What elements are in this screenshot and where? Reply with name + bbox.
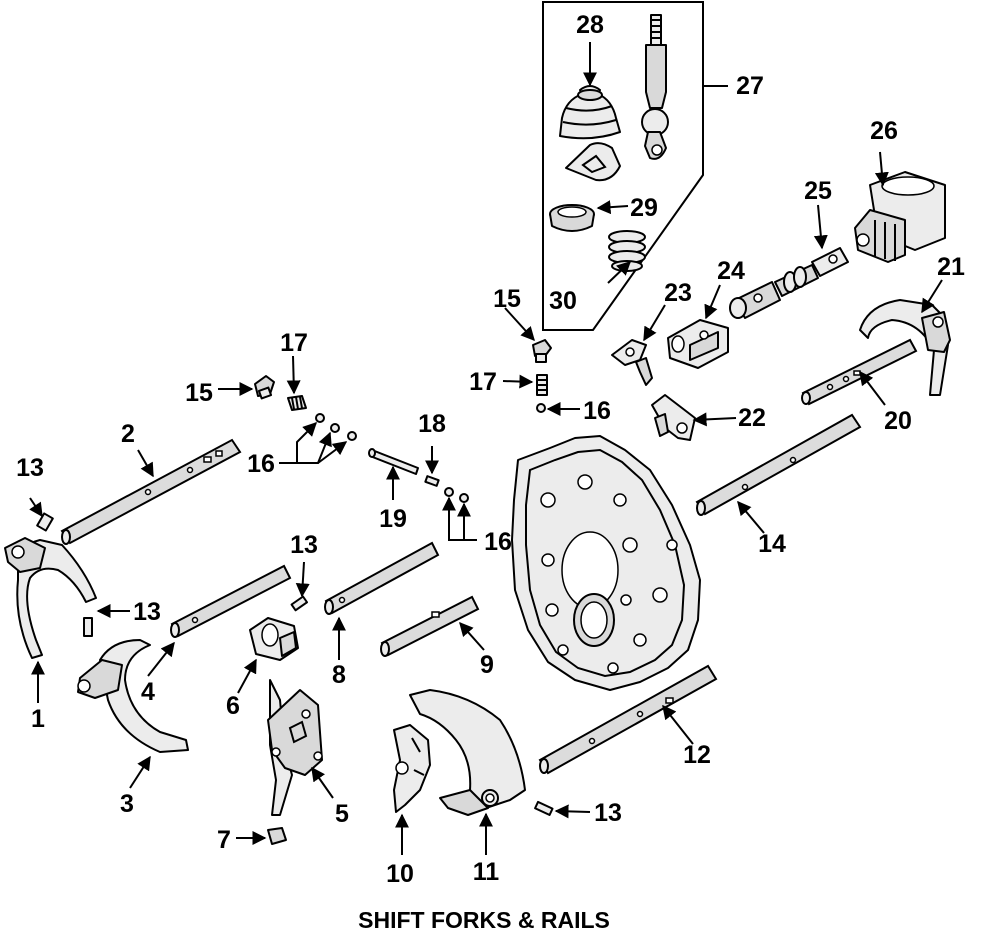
callout-3: 3	[120, 790, 134, 818]
callout-28: 28	[576, 11, 604, 39]
part-plate[interactable]	[565, 142, 621, 182]
callout-15-left: 15	[185, 379, 213, 407]
part-19-interlock-pin[interactable]	[368, 448, 419, 475]
callout-26: 26	[870, 117, 898, 145]
part-5-bracket[interactable]	[267, 679, 323, 816]
part-17-spring-left[interactable]	[287, 395, 307, 411]
part-23-select-lever[interactable]	[611, 339, 653, 386]
part-15-plug-right[interactable]	[532, 339, 552, 363]
callout-21: 21	[937, 253, 965, 281]
callout-14: 14	[758, 530, 786, 558]
callout-18: 18	[418, 410, 446, 438]
callout-5: 5	[335, 800, 349, 828]
callout-13-b: 13	[133, 598, 161, 626]
kit-group-box	[542, 1, 704, 331]
callout-19: 19	[379, 505, 407, 533]
callout-10: 10	[386, 860, 414, 888]
part-26-cover[interactable]	[854, 171, 946, 263]
callout-22: 22	[738, 404, 766, 432]
callout-16-left: 16	[247, 450, 275, 478]
callout-13-d: 13	[594, 799, 622, 827]
callout-17-left: 17	[280, 329, 308, 357]
callout-12: 12	[683, 741, 711, 769]
callout-2: 2	[121, 420, 135, 448]
callout-17-right: 17	[469, 368, 497, 396]
part-28-shift-boot[interactable]	[559, 85, 621, 140]
part-8-shift-rail[interactable]	[324, 541, 440, 615]
part-20-shift-rail[interactable]	[801, 338, 918, 406]
callout-30: 30	[549, 287, 577, 315]
part-22-interlock-lever[interactable]	[651, 394, 696, 441]
part-4-shift-rail[interactable]	[170, 564, 292, 638]
part-6-shift-lug[interactable]	[249, 617, 299, 661]
callout-8: 8	[332, 661, 346, 689]
callout-7: 7	[217, 826, 231, 854]
part-13-pin-d[interactable]	[534, 800, 554, 817]
part-17-spring-right[interactable]	[536, 374, 548, 396]
callout-13-a: 13	[16, 454, 44, 482]
callout-4: 4	[141, 678, 155, 706]
callout-25: 25	[804, 177, 832, 205]
part-16-ball-mid-1[interactable]	[444, 487, 454, 497]
part-2-shift-rail[interactable]	[60, 438, 242, 545]
part-9-shift-rail[interactable]	[380, 595, 480, 657]
callout-24: 24	[717, 257, 745, 285]
callout-13-c: 13	[290, 531, 318, 559]
callout-9: 9	[480, 651, 494, 679]
callout-29: 29	[630, 194, 658, 222]
part-7-block[interactable]	[267, 827, 287, 845]
part-13-pin-c[interactable]	[290, 595, 309, 612]
callout-11: 11	[473, 858, 500, 886]
part-29-seal[interactable]	[549, 204, 595, 232]
part-16-ball-left-1[interactable]	[315, 413, 325, 423]
part-16-ball-mid-2[interactable]	[459, 493, 469, 503]
callout-6: 6	[226, 692, 240, 720]
part-1-shift-fork[interactable]	[4, 512, 97, 659]
part-16-ball-left-2[interactable]	[330, 423, 340, 433]
part-16-ball-right[interactable]	[536, 403, 546, 413]
shift-lever-kit-group	[542, 1, 728, 331]
part-18-pin[interactable]	[424, 475, 440, 487]
part-3-shift-fork[interactable]	[77, 617, 189, 753]
diagram-caption: SHIFT FORKS & RAILS	[358, 907, 610, 933]
transmission-housing[interactable]	[511, 435, 701, 691]
part-25-shift-link[interactable]	[729, 247, 849, 319]
callout-16-right: 16	[583, 397, 611, 425]
callout-15-right: 15	[493, 285, 521, 313]
callout-23: 23	[664, 279, 692, 307]
callout-labels: 28 27 29 30 26 25 24 23 21 22 20 14 15 1…	[16, 11, 965, 888]
part-11-shift-fork[interactable]	[409, 689, 526, 816]
callout-16-mid: 16	[484, 528, 512, 556]
part-15-plug-left[interactable]	[254, 375, 275, 400]
part-14-shift-rail[interactable]	[695, 413, 862, 516]
callout-27: 27	[736, 72, 764, 100]
callout-20: 20	[884, 407, 912, 435]
part-24-selector-block[interactable]	[667, 319, 729, 369]
part-shift-lever[interactable]	[641, 14, 669, 160]
callout-1: 1	[31, 705, 45, 733]
leader-lines	[29, 42, 943, 855]
part-12-shift-rail[interactable]	[538, 664, 718, 775]
part-21-shift-fork[interactable]	[859, 299, 951, 396]
part-10-shift-arm[interactable]	[393, 724, 431, 813]
part-16-ball-left-3[interactable]	[347, 431, 357, 441]
